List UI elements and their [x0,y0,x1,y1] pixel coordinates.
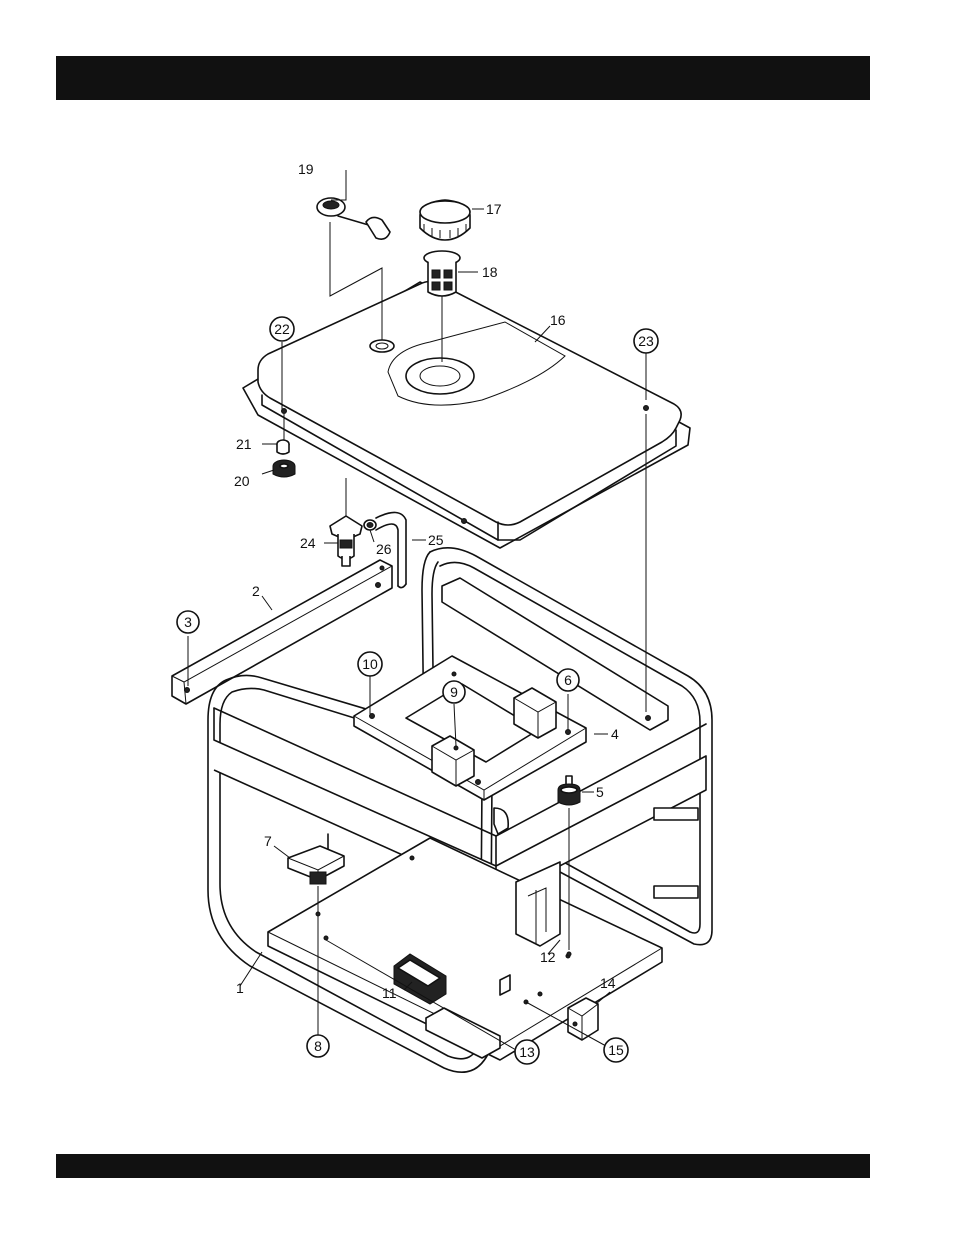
fuel-gauge [317,198,390,239]
vibration-isolator [558,776,580,805]
callout-20: 20 [234,473,250,489]
callout-23: 23 [638,333,654,349]
callout-14: 14 [600,975,616,991]
callout-24: 24 [300,535,316,551]
fuel-strainer [424,251,460,296]
callout-13: 13 [519,1044,535,1060]
callout-7: 7 [264,833,272,849]
callout-16: 16 [550,312,566,328]
callout-5: 5 [596,784,604,800]
callout-11: 11 [382,985,397,1001]
callout-2: 2 [252,583,260,599]
callout-10: 10 [362,656,378,672]
tank-bracket [172,560,392,704]
callout-1: 1 [236,980,244,996]
callout-15: 15 [608,1042,624,1058]
fuel-cock [330,516,362,566]
callout-12: 12 [540,949,556,965]
callout-18: 18 [482,264,498,280]
callout-19: 19 [298,161,314,177]
callout-6: 6 [564,672,572,688]
grommet-nut [273,440,295,477]
footer-bar [56,1154,870,1178]
hose-clamp [364,520,376,530]
callout-3: 3 [184,614,192,630]
callout-9: 9 [450,684,458,700]
callout-26: 26 [376,541,392,557]
footer-text [56,1166,68,1186]
callout-17: 17 [486,201,502,217]
callout-8: 8 [314,1038,322,1054]
fuel-cap [420,200,470,240]
callout-4: 4 [611,726,619,742]
isolator-assembly [288,834,344,884]
fuel-tank [243,282,690,549]
callout-21: 21 [236,436,252,452]
callout-22: 22 [274,321,290,337]
callout-25: 25 [428,532,444,548]
